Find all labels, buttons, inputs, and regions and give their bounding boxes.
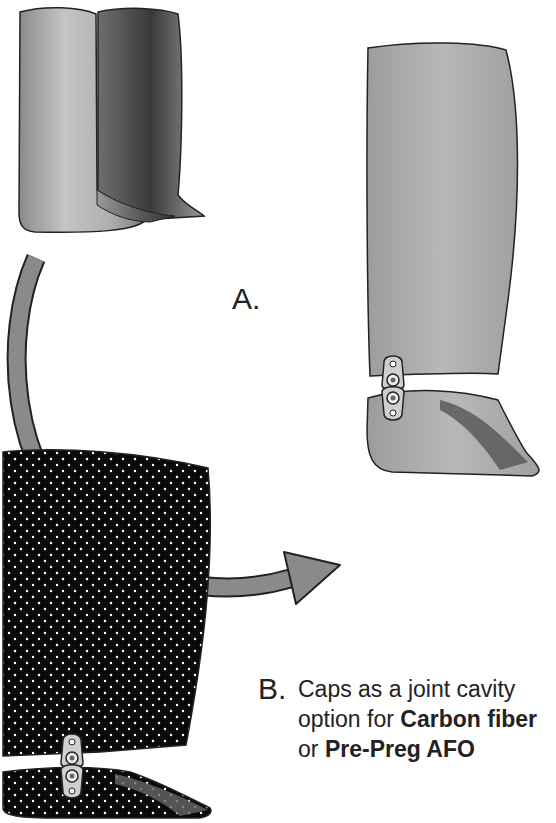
panel-letter: A. <box>232 282 260 316</box>
caption-line: option forCarbon fiber <box>298 704 537 734</box>
caption-line: Caps as a joint cavity <box>298 674 515 704</box>
ankle-joint <box>61 734 83 798</box>
panel-letter: B. <box>258 672 286 706</box>
caption-text: option for <box>298 706 394 732</box>
caption-text: or <box>298 736 318 762</box>
jointed-afo <box>367 43 539 476</box>
afo-blank-back <box>98 8 204 220</box>
afo-blank-front <box>19 8 175 233</box>
material-name: Pre-Preg AFO <box>325 736 475 762</box>
ankle-joint <box>382 356 404 420</box>
caption-line: or Pre-Preg AFO <box>298 734 475 764</box>
material-name: Carbon fiber <box>400 706 537 732</box>
carbon-afo <box>3 450 211 818</box>
caption-text: Caps as a joint cavity <box>298 676 515 702</box>
